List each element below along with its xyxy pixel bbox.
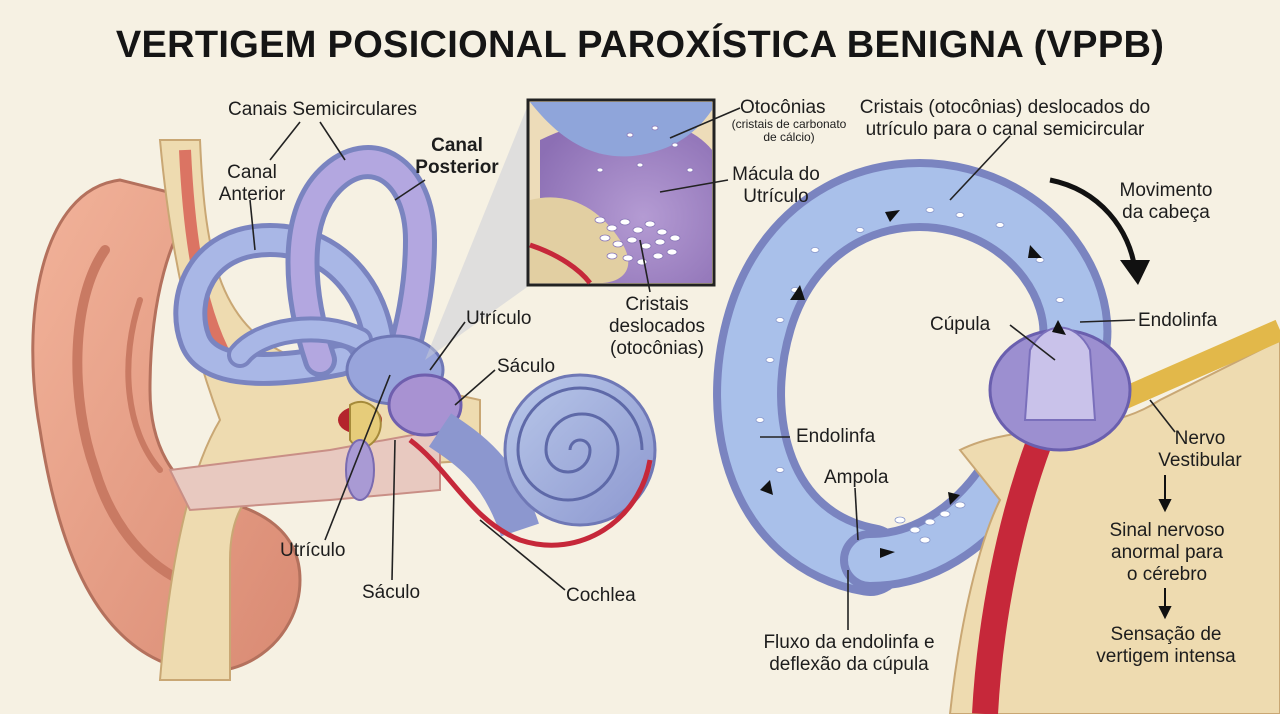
label-ampola: Ampola [824,467,889,488]
label-sinal-nervoso: Sinal nervoso anormal para o cérebro [1109,520,1225,585]
label-sensacao-vertigem: Sensação de vertigem intensa [1096,624,1236,667]
label-cochlea: Cochlea [566,585,636,606]
flow-arrows [760,210,1066,558]
label-utriculo-lower: Utrículo [280,540,346,561]
label-sacculo-lower: Sáculo [362,582,421,603]
label-sacculo-upper: Sáculo [497,356,556,377]
outer-ear [31,178,302,674]
ampulla-shape [988,326,1132,452]
label-macula: Mácula do Utrículo [732,164,820,207]
leader-lines [249,107,1176,630]
label-otoconias: Otocônias [740,97,826,118]
label-cristais-canal: Cristais (otocônias) deslocados do utríc… [859,97,1151,140]
canal-crystals [755,207,1065,544]
label-canal-anterior: Canal Anterior [218,162,286,205]
utricle-inset [526,98,716,287]
semicircular-canals [173,145,438,386]
middle-ear [338,400,382,501]
inset-crystals [594,125,694,266]
vestibule [345,334,463,437]
label-canal-posterior: Canal Posterior [415,135,499,178]
head-movement-arrow [1049,177,1150,285]
label-movimento-cabeca: Movimento da cabeça [1119,180,1213,223]
page-title: VERTIGEM POSICIONAL PAROXÍSTICA BENIGNA … [115,24,1165,66]
cochlea-shape [408,373,657,548]
signal-arrows [1158,475,1172,620]
label-canais-semicirculares: Canais Semicirculares [228,99,418,120]
label-utriculo-upper: Utrículo [466,308,532,329]
label-nervo-vestibular: Nervo Vestibular [1158,428,1242,471]
label-endolinfa-right: Endolinfa [1138,310,1218,331]
label-cupula: Cúpula [930,314,991,335]
label-otoconias-note: (cristais de carbonato de cálcio) [731,117,847,144]
inset-projection [425,100,530,360]
label-fluxo-endolinfa: Fluxo da endolinfa e deflexão da cúpula [763,632,935,675]
label-endolinfa-left: Endolinfa [796,426,876,447]
label-cristais-deslocados: Cristais deslocados (otocônias) [608,294,706,359]
